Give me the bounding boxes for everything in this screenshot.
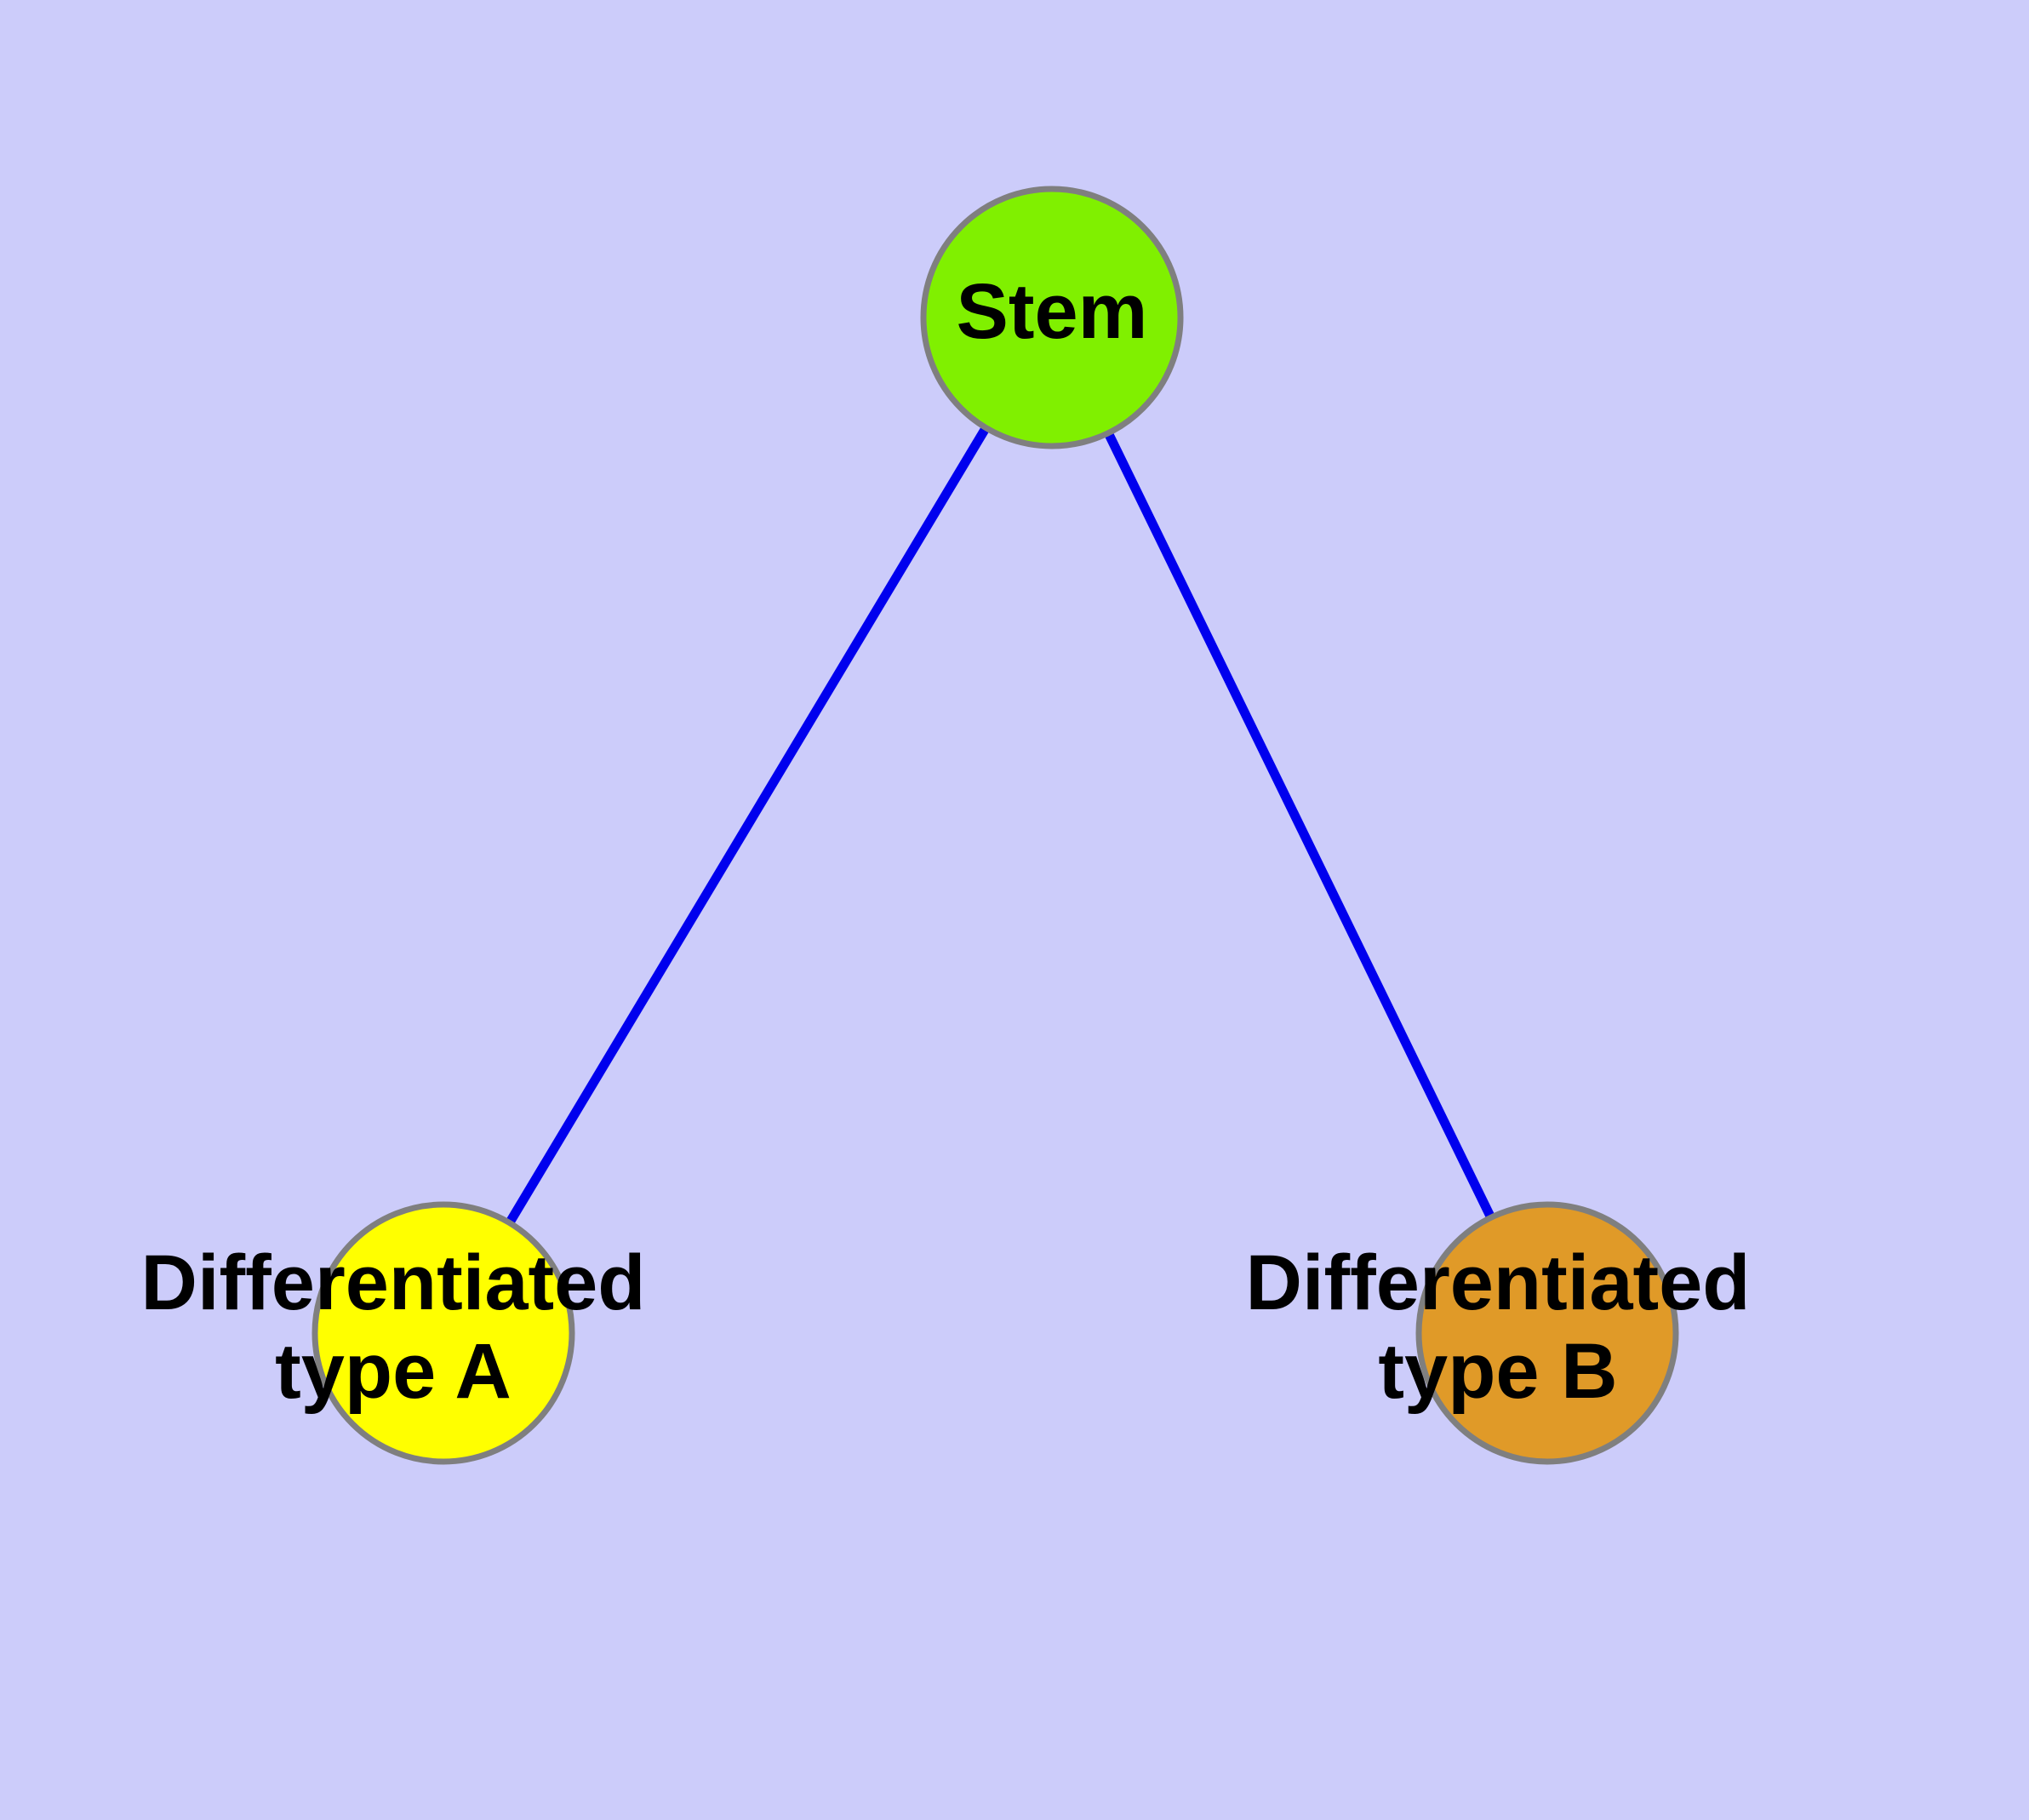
edge-layer [504,423,1496,1228]
node-label-line: Stem [957,268,1148,355]
node-label-line: type A [275,1328,512,1415]
node-circle-stem[interactable] [920,186,1184,449]
node-circle-diff_a[interactable] [311,1201,575,1465]
graph-edge[interactable] [504,423,992,1228]
graph-edge[interactable] [1103,429,1496,1222]
node-label-line: type B [1378,1328,1617,1415]
node-circle-diff_b[interactable] [1415,1201,1679,1465]
node-label-line: Differentiated [141,1239,646,1326]
node-label-stem: Stem [957,268,1148,355]
graph-node-stem[interactable]: Stem [920,186,1184,449]
node-label-line: Differentiated [1246,1239,1751,1326]
